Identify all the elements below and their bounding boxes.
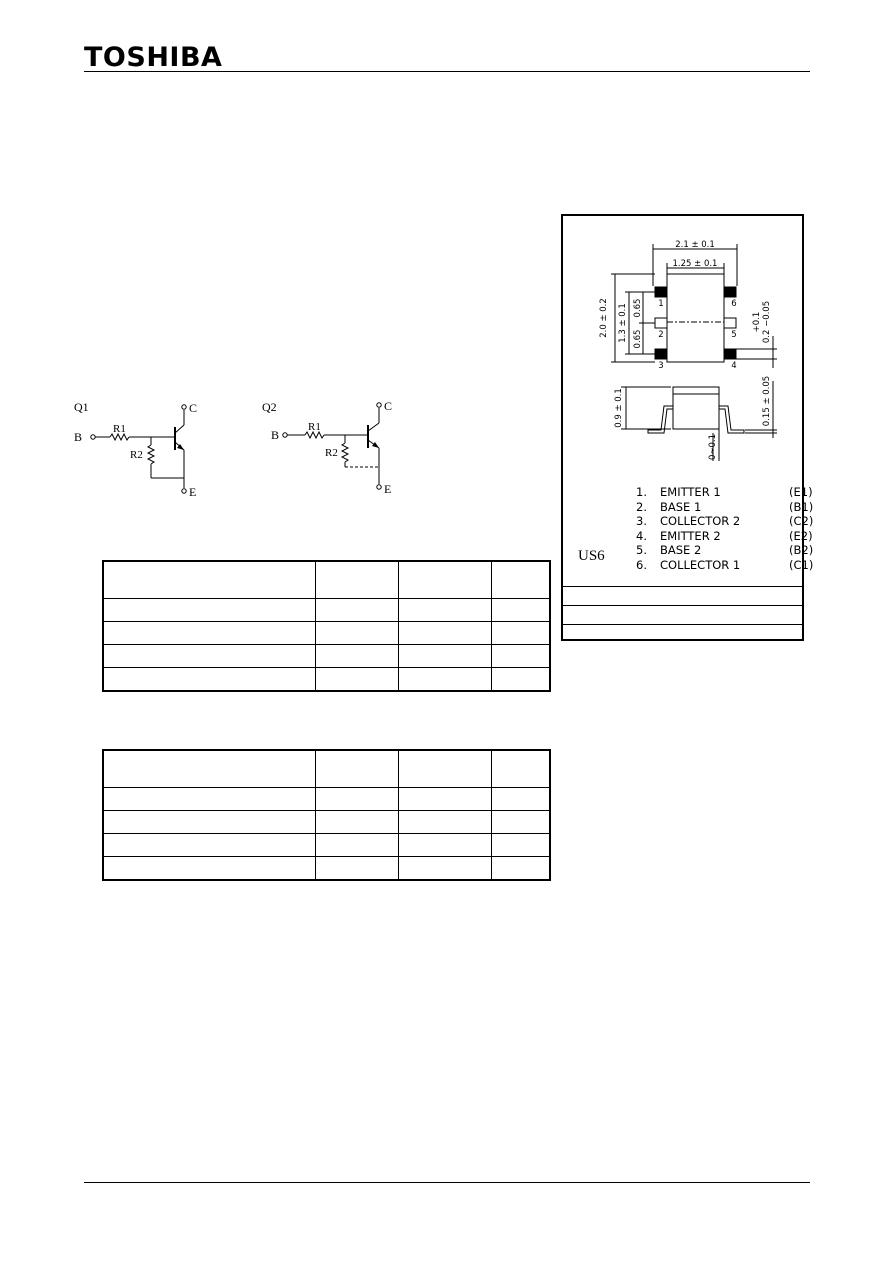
package-divider	[563, 586, 802, 587]
pin-number: 3.	[636, 514, 647, 529]
pin-code: (C2)	[789, 514, 814, 529]
list-item: 5. BASE 2 (B2)	[636, 543, 814, 558]
pin-name: BASE 2	[660, 543, 702, 558]
q1-collector-label: C	[189, 401, 197, 415]
pin-name: EMITTER 1	[660, 485, 721, 499]
circuit-q2: Q2 B R1 R2 C E	[262, 399, 392, 496]
drawing-pin-1: 1	[658, 299, 663, 309]
q2-r2-label: R2	[325, 447, 338, 459]
dim-pitch-a: 0.65	[633, 299, 643, 318]
pin-code: (C1)	[789, 557, 814, 572]
pin-name: COLLECTOR 1	[660, 557, 741, 572]
pin-number: 5.	[636, 543, 647, 558]
dim-lead-width-bottom: 0.2 −0.05	[762, 301, 772, 343]
pin-number: 4.	[636, 528, 647, 543]
pin-code: (B2)	[789, 543, 814, 558]
pin-code: (B1)	[789, 499, 814, 514]
q2-base-label: B	[271, 428, 279, 442]
drawing-pin-4: 4	[731, 361, 736, 371]
list-item: 6. COLLECTOR 1 (C1)	[636, 557, 814, 573]
q2-collector-label: C	[384, 399, 392, 413]
table-row	[102, 833, 551, 857]
pin-name: EMITTER 2	[660, 528, 721, 543]
pin-code: (E2)	[789, 528, 813, 543]
q1-label: Q1	[74, 400, 89, 414]
drawing-pin-3: 3	[658, 361, 663, 371]
drawing-pin-2: 2	[658, 330, 663, 340]
q1-base-label: B	[74, 430, 82, 444]
characteristics-table	[102, 749, 551, 881]
list-item: 3. COLLECTOR 2 (C2)	[636, 514, 814, 529]
package-divider	[563, 605, 802, 606]
circuit-q1: Q1 B R1 R2 C E	[74, 400, 197, 499]
table-row	[102, 644, 551, 668]
list-item: 4. EMITTER 2 (E2)	[636, 528, 813, 544]
dim-height: 0.9 ± 0.1	[614, 388, 624, 428]
footer-rule	[84, 1182, 810, 1183]
package-divider	[563, 624, 802, 625]
package-body-top	[666, 273, 725, 363]
dim-standoff: 0~0.1	[708, 434, 718, 460]
pin-name: BASE 1	[660, 499, 702, 514]
toshiba-logo: TOSHIBA	[84, 42, 223, 73]
table-row	[102, 621, 551, 645]
table-header-row	[102, 749, 551, 788]
ratings-table	[102, 560, 551, 692]
pin-name: COLLECTOR 2	[660, 514, 741, 529]
dim-width-total: 2.1 ± 0.1	[675, 240, 715, 250]
q1-emitter-label: E	[189, 485, 196, 499]
table-row	[102, 667, 551, 692]
package-outline-box: 2.1 ± 0.1 1.25 ± 0.1 2.0 ± 0.2 1.3 ± 0.1…	[561, 214, 813, 641]
dim-length-total: 2.0 ± 0.2	[599, 298, 609, 338]
list-item: 1. EMITTER 1 (E1)	[636, 485, 813, 500]
package-drawing: 2.1 ± 0.1 1.25 ± 0.1 2.0 ± 0.2 1.3 ± 0.1…	[599, 240, 777, 461]
header-rule	[84, 71, 810, 72]
package-name: US6	[578, 548, 605, 564]
pin-assignment-list: 1. EMITTER 1 (E1) 2. BASE 1 (B1) 3. COLL…	[636, 485, 814, 573]
table-row	[102, 598, 551, 622]
dim-lead-thickness: 0.15 ± 0.05	[762, 376, 772, 426]
drawing-pin-5: 5	[731, 330, 736, 340]
table-header-row	[102, 560, 551, 599]
q1-r1-label: R1	[113, 423, 126, 435]
table-row	[102, 856, 551, 881]
q2-r1-label: R1	[308, 421, 321, 433]
dim-pin-span: 1.3 ± 0.1	[618, 303, 628, 343]
pin-number: 2.	[636, 499, 647, 514]
pin-number: 1.	[636, 485, 647, 499]
dim-pitch-b: 0.65	[633, 330, 643, 349]
pin-number: 6.	[636, 557, 647, 572]
q2-label: Q2	[262, 400, 277, 414]
drawing-pin-6: 6	[731, 299, 736, 309]
table-row	[102, 787, 551, 811]
table-row	[102, 810, 551, 834]
pin-code: (E1)	[789, 485, 813, 499]
list-item: 2. BASE 1 (B1)	[636, 499, 814, 515]
q1-r2-label: R2	[130, 449, 143, 461]
dim-width-body: 1.25 ± 0.1	[673, 259, 718, 269]
dim-lead-width-top: +0.1	[752, 312, 762, 333]
q2-emitter-label: E	[384, 482, 391, 496]
